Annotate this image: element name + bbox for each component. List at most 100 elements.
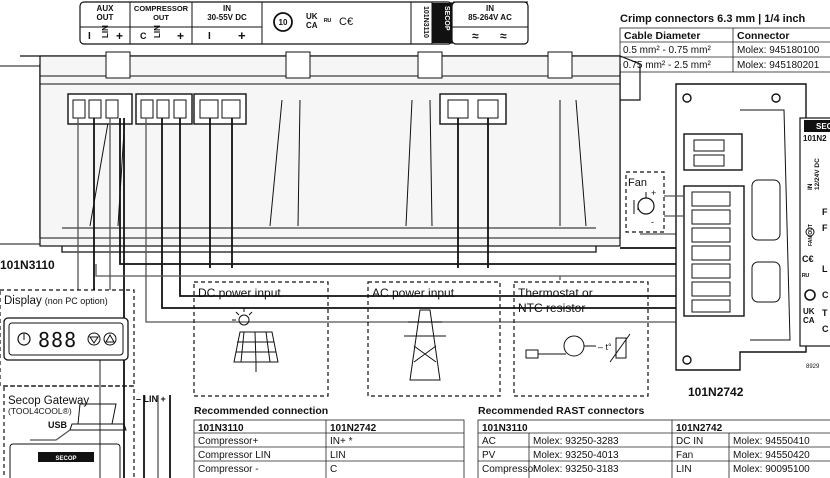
power-pylon-icon (404, 309, 446, 381)
dc-pin-2: + (238, 28, 246, 43)
side-letter: L (822, 264, 828, 274)
rast-cell: Molex: 93250-3283 (533, 436, 619, 447)
fan-icon (637, 197, 655, 215)
crimp-connector-table: Crimp connectors 6.3 mm | 1/4 inch Cable… (619, 13, 830, 73)
dc-pin-1: I (208, 31, 211, 42)
gateway-callout: Secop Gateway (TOOL4COOL®) USB SECOP (3, 385, 135, 478)
ac-connector (439, 93, 507, 125)
ukca-icon: UK (803, 307, 815, 316)
ntc-resistor-icon (615, 337, 627, 359)
dc-connector (193, 93, 247, 125)
rast-cell: Molex: 90095100 (733, 464, 810, 475)
rec-cell: C (330, 464, 337, 475)
thermostat-t: – t° (598, 342, 612, 352)
rec-cell: Compressor LIN (198, 450, 271, 461)
rast-cell: LIN (676, 464, 692, 475)
serial-number: 8929 (806, 364, 820, 370)
fan-symbol-icon (805, 227, 815, 237)
comp-pin-2: LIN (153, 25, 162, 38)
cert-logo-icon (273, 12, 293, 32)
device-b-model-short: 101N2 (803, 134, 827, 143)
display-label: Display(non PC option) (4, 295, 108, 307)
rast-header: 101N2742 (676, 423, 723, 434)
crimp-header-diameter: Cable Diameter (624, 30, 700, 42)
side-letter: C (822, 290, 829, 300)
display-panel (3, 317, 129, 361)
brand-vertical: SECOP (443, 6, 450, 31)
thermostat-callout: Thermostat or NTC resistor – t° (513, 281, 649, 397)
usb-label: USB (48, 420, 68, 430)
fan-out-label: FAN OUT (808, 224, 814, 246)
fan-label: Fan (628, 177, 647, 189)
power-icon (17, 332, 31, 346)
rec-connection-title: Recommended connection (194, 405, 328, 417)
rec-cell: Compressor - (198, 464, 259, 475)
rast-connectors-table: Recommended RAST connectors 101N3110 101… (477, 405, 830, 478)
device-b-brand: SECO (816, 122, 830, 131)
svg-text:10: 10 (279, 18, 288, 27)
device-b-in-label: IN12/24V DC (807, 158, 821, 190)
ce-mark-icon: C€ (339, 16, 353, 28)
up-button-icon (103, 332, 117, 346)
wiring (77, 118, 706, 478)
ukca-icon: UK (306, 12, 318, 21)
side-letter: T (822, 308, 828, 318)
comp-pin-3: + (177, 29, 184, 43)
crimp-cell: 0.5 mm² - 0.75 mm² (623, 45, 711, 56)
crimp-table-title: Crimp connectors 6.3 mm | 1/4 inch (620, 13, 806, 25)
svg-text:-: - (651, 217, 654, 227)
main-connector (683, 185, 745, 317)
rast-cell: Compressor (482, 464, 537, 475)
gateway-brand: SECOP (55, 456, 76, 462)
crimp-cell: Molex: 945180100 (737, 45, 820, 56)
compressor-connector (135, 93, 193, 125)
side-letter: F (822, 223, 828, 233)
rast-cell: Fan (676, 450, 693, 461)
ntc-sensor-icon (525, 335, 596, 359)
side-letter: C (822, 324, 829, 334)
lin-label: – LIN + (136, 394, 166, 404)
brand-badge (432, 3, 452, 43)
cert-logo-icon (804, 289, 816, 301)
crimp-cell: Molex: 945180201 (737, 60, 820, 71)
ul-mark-icon: ᴿᵁ (324, 17, 332, 26)
model-label-101n2742: 101N2742 (688, 385, 744, 399)
rast-cell: AC (482, 436, 496, 447)
controller-housing-101n3110 (0, 51, 641, 253)
controller-101n2742: SECO 101N2 IN12/24V DC F F L C T C FAN O… (675, 83, 830, 371)
rast-header: 101N3110 (482, 423, 528, 434)
aux-pin-2: LIN (101, 25, 110, 38)
display-digits: 888 (38, 328, 77, 352)
thermostat-label-line1: Thermostat or (518, 286, 593, 300)
ac-power-label: AC power input (372, 286, 455, 300)
dc-power-callout: DC power input (193, 281, 329, 397)
crimp-cell: 0.75 mm² - 2.5 mm² (623, 60, 711, 71)
dc-power-label: DC power input (198, 286, 281, 300)
fan-connector (683, 133, 743, 171)
solar-panel-icon (232, 308, 279, 372)
comp-pin-1: C (140, 31, 147, 41)
ce-mark-icon: C€ (802, 254, 814, 264)
rec-cell: Compressor+ (198, 436, 258, 447)
rast-title: Recommended RAST connectors (478, 405, 644, 417)
rec-header: 101N3110 (198, 423, 244, 434)
rast-cell: Molex: 93250-3183 (533, 464, 619, 475)
rast-cell: PV (482, 450, 496, 461)
rec-cell: IN+ * (330, 436, 353, 447)
aux-pin-1: I (88, 31, 91, 42)
model-label-101n3110: 101N3110 (0, 258, 55, 272)
svg-text:CA: CA (306, 21, 318, 30)
svg-text:+: + (651, 188, 656, 198)
aux-connector (67, 93, 133, 125)
ac-pin-1: ≈ (472, 29, 479, 43)
gateway-sub-label: (TOOL4COOL®) (8, 406, 72, 416)
rast-cell: DC IN (676, 436, 703, 447)
recommended-connection-table: Recommended connection 101N3110 101N2742… (193, 405, 465, 478)
rec-cell: LIN (330, 450, 346, 461)
ac-power-callout: AC power input (367, 281, 501, 397)
